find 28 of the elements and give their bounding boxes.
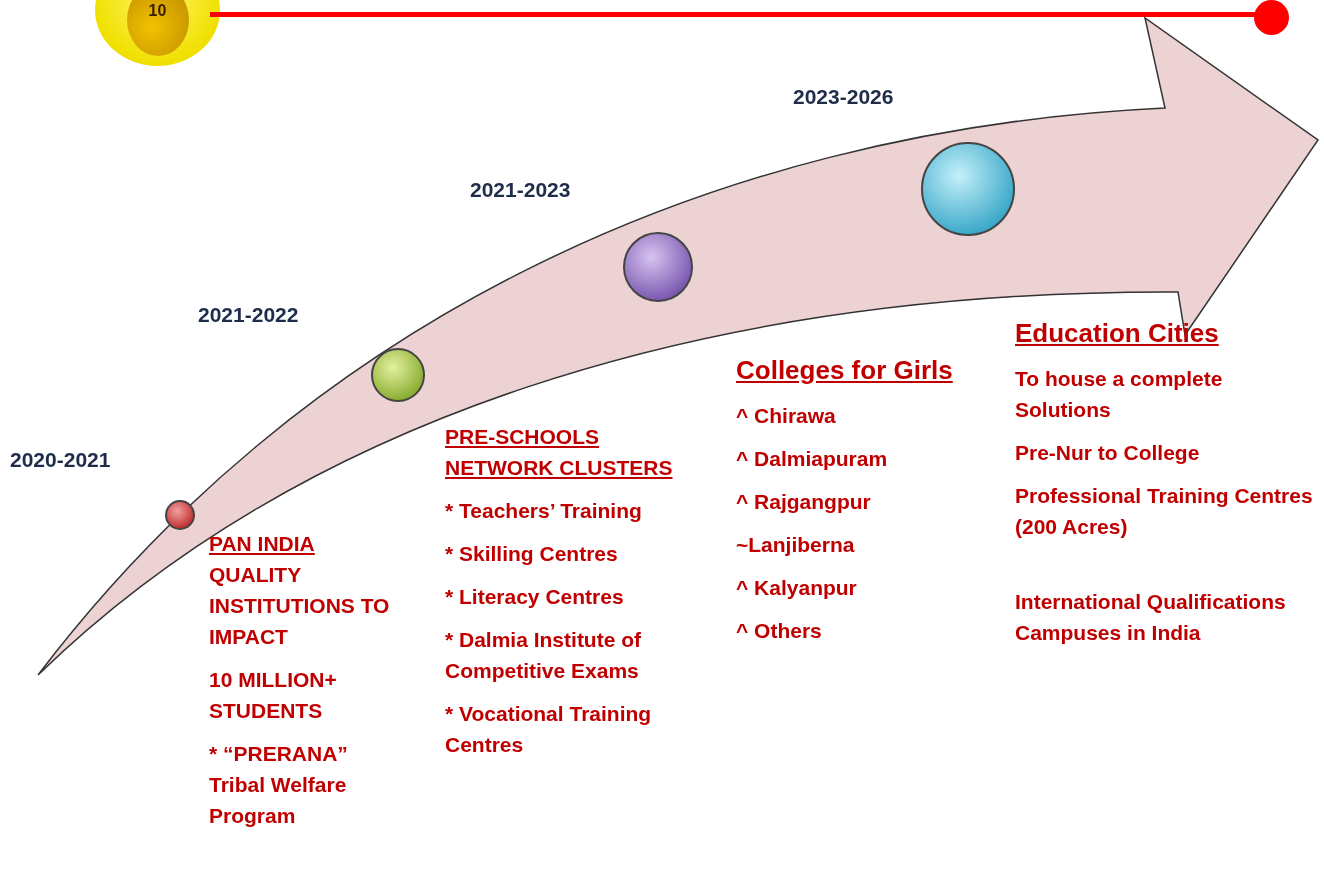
bullet-text: * Vocational Training Centres [445,701,653,758]
bullet-text: ^ Dalmiapuram [736,446,889,472]
bullet-text: * Teachers’ Training [445,498,643,524]
bullet-text: Professional Training Centres (200 Acres) [1015,483,1314,540]
bullet-text: To house a complete Solutions [1015,366,1224,423]
bullet-text: ^ Kalyanpur [736,575,858,601]
bullet-text: 10 MILLION+ STUDENTS [209,667,338,724]
bullet-text: ^ Rajgangpur [736,489,872,515]
year-label: 2020-2021 [10,448,111,472]
section-heading: PRE-SCHOOLS NETWORK CLUSTERS [445,424,674,481]
bullet-text: ~Lanjiberna [736,532,856,558]
page-number: 10 [147,2,168,20]
bullet-text: * “PRERANA” Tribal Welfare Program [209,741,349,829]
bullet-text: * Literacy Centres [445,584,625,610]
milestone-circle [165,500,195,530]
section-heading: Education Cities [1015,317,1220,350]
year-label: 2023-2026 [793,85,894,109]
bullet-text: QUALITY INSTITUTIONS TO IMPACT [209,562,391,650]
section-heading: PAN INDIA [209,531,316,557]
bullet-text: ^ Others [736,618,823,644]
bullet-text: International Qualifications Campuses in India [1015,589,1287,646]
bullet-text: * Dalmia Institute of Competitive Exams [445,627,643,684]
year-label: 2021-2023 [470,178,571,202]
bullet-text: * Skilling Centres [445,541,619,567]
bullet-text: Pre-Nur to College [1015,440,1201,466]
section-heading: Colleges for Girls [736,354,954,387]
year-label: 2021-2022 [198,303,299,327]
bullet-text: ^ Chirawa [736,403,837,429]
